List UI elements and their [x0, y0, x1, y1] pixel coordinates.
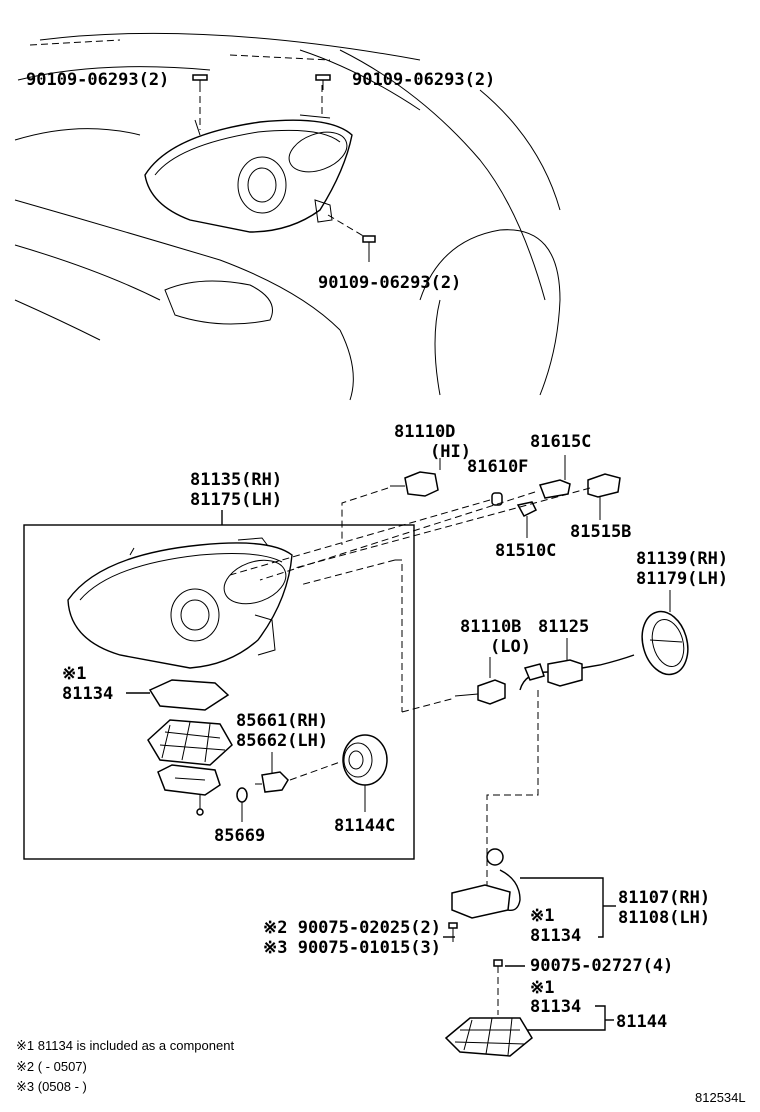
headlamp-assembly-box — [23, 524, 415, 860]
bulb-hi-part — [390, 458, 441, 497]
oring-85669-part — [236, 787, 248, 803]
screw-c-part — [493, 959, 503, 967]
leveling-computer-part — [451, 848, 521, 919]
bulb-81510c-part — [516, 501, 538, 538]
bulb-lo-note: (LO) — [490, 637, 531, 657]
socket-81515b-part — [587, 473, 621, 520]
cap-81144c-label: 81144C — [334, 816, 395, 836]
computer-rh-label: 81107(RH) — [618, 888, 710, 908]
socket-81125-part — [519, 654, 635, 691]
headlamp-unit — [67, 537, 293, 669]
footnote-3: ※3 (0508 - ) — [16, 1079, 87, 1094]
footnote-2: ※2 ( - 0507) — [16, 1059, 87, 1074]
cover-81144-label: 81144 — [616, 1012, 667, 1032]
mark-1-c: ※1 — [530, 978, 554, 998]
screw-c-label: 90075-02727(4) — [530, 956, 673, 976]
cover-81139-part — [641, 610, 689, 676]
socket-81125-label: 81125 — [538, 617, 589, 637]
bulb-81510c-label: 81510C — [495, 541, 556, 561]
bulb-81615c-part — [538, 455, 571, 499]
bulb-81610f-label: 81610F — [467, 457, 528, 477]
bulb-lo-label: 81110B — [460, 617, 521, 637]
footnote-1: ※1 81134 is included as a component — [16, 1038, 234, 1053]
cap-81144c-part — [342, 734, 388, 812]
leveling-rh-label: 85661(RH) — [236, 711, 328, 731]
gasket-81134-b-label: 81134 — [530, 926, 581, 946]
cover-81144-part — [444, 1017, 533, 1057]
socket-81515b-label: 81515B — [570, 522, 631, 542]
bolt-label-top-left: 90109-06293(2) — [26, 70, 169, 90]
screw-b-label: ※3 90075-01015(3) — [263, 938, 441, 958]
bulb-81610f-part — [491, 492, 503, 506]
gasket-81134-a-part — [148, 679, 230, 711]
screw-ab-part — [448, 922, 458, 929]
gasket-81134-c-label: 81134 — [530, 997, 581, 1017]
mark-1-a: ※1 — [62, 664, 86, 684]
bulb-hi-label: 81110D — [394, 422, 455, 442]
bolt-label-bottom: 90109-06293(2) — [318, 273, 461, 293]
oring-85669-label: 85669 — [214, 826, 265, 846]
leveling-motor-part — [261, 771, 289, 793]
bulb-lo-part — [401, 679, 506, 713]
headlamp-rh-label: 81135(RH) — [190, 470, 282, 490]
cover-grid-a — [147, 719, 233, 766]
mark-1-b: ※1 — [530, 906, 554, 926]
bolt-label-top-right: 90109-06293(2) — [352, 70, 495, 90]
bulb-81615c-label: 81615C — [530, 432, 591, 452]
bracket-part — [157, 764, 221, 816]
bulb-hi-note: (HI) — [430, 442, 471, 462]
cover-rh-label: 81139(RH) — [636, 549, 728, 569]
diagram-id: 812534L — [695, 1090, 746, 1105]
cover-lh-label: 81179(LH) — [636, 569, 728, 589]
screw-a-label: ※2 90075-02025(2) — [263, 918, 441, 938]
gasket-81134-a-label: 81134 — [62, 684, 113, 704]
car-front-illustration — [14, 32, 561, 401]
computer-lh-label: 81108(LH) — [618, 908, 710, 928]
headlamp-lh-label: 81175(LH) — [190, 490, 282, 510]
leveling-lh-label: 85662(LH) — [236, 731, 328, 751]
